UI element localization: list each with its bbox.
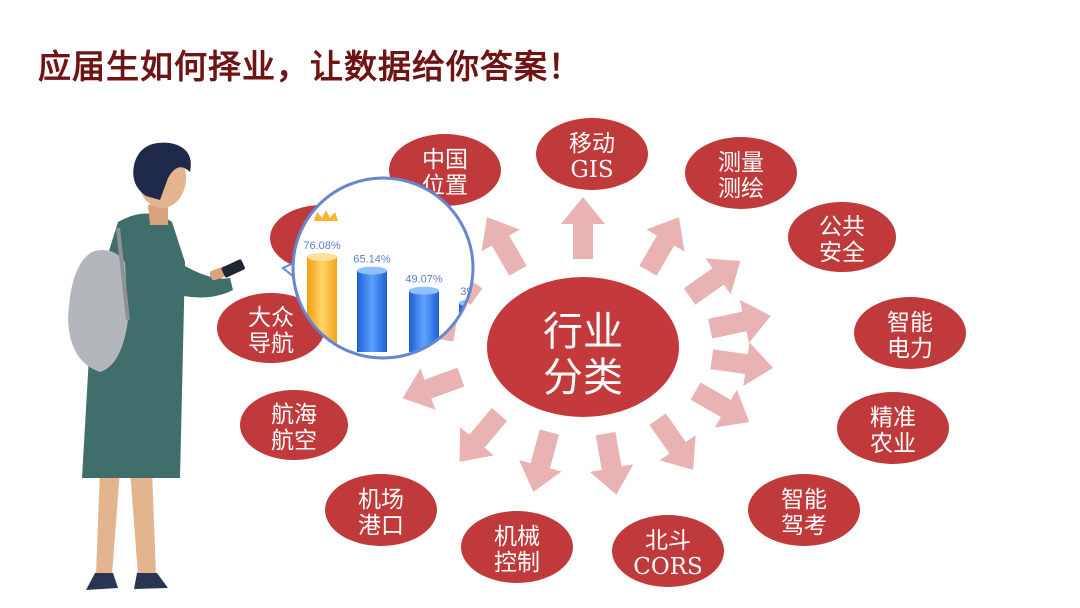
node-label-line2: CORS bbox=[633, 554, 703, 580]
node-label-line2: 测绘 bbox=[718, 176, 764, 202]
bar bbox=[357, 270, 387, 352]
node-label-line1: 移动 bbox=[569, 131, 615, 157]
node-label-line1: 大众 bbox=[248, 305, 294, 331]
node-label-line1: 智能 bbox=[781, 487, 827, 513]
node-label-line1: 机场 bbox=[358, 487, 404, 513]
node-label-line2: 驾考 bbox=[781, 513, 827, 539]
bar-top bbox=[307, 252, 337, 261]
arrow bbox=[683, 258, 741, 305]
node-label-line2: 航空 bbox=[271, 428, 317, 454]
center-label-line1: 行业 bbox=[543, 309, 623, 355]
center-label-line2: 分类 bbox=[543, 355, 623, 401]
node-label-line2: 安全 bbox=[819, 240, 865, 266]
node-label-line2: 控制 bbox=[494, 550, 540, 576]
node-label-line1: 机械 bbox=[494, 524, 540, 550]
person-illustration bbox=[68, 142, 245, 590]
arrow bbox=[708, 299, 771, 343]
bar-top bbox=[357, 266, 387, 275]
node-label-line2: 农业 bbox=[870, 431, 916, 457]
arrow bbox=[402, 367, 465, 410]
crown-icon bbox=[314, 210, 338, 221]
node-label-line1: 智能 bbox=[887, 310, 933, 336]
node-label-line1: 北斗 bbox=[645, 528, 691, 554]
node-label-line2: GIS bbox=[570, 157, 613, 183]
center-node: 行业 分类 bbox=[487, 277, 679, 417]
node-label-line1: 测量 bbox=[718, 150, 764, 176]
arrow bbox=[690, 382, 750, 428]
arrow bbox=[519, 429, 562, 492]
node-label-line2: 导航 bbox=[248, 331, 294, 357]
arrow bbox=[561, 197, 605, 259]
node-label-line2: 电力 bbox=[887, 336, 933, 362]
bar-2: 65.14% bbox=[353, 254, 391, 352]
bar-3: 49.07% bbox=[405, 274, 443, 352]
page-title: 应届生如何择业，让数据给你答案！ bbox=[38, 47, 582, 86]
bar-top bbox=[409, 286, 439, 295]
node-label-line1: 航海 bbox=[271, 402, 317, 428]
arrow bbox=[481, 217, 527, 276]
node-label-line1: 中国 bbox=[422, 147, 468, 173]
bar-data-label: 76.08% bbox=[303, 240, 341, 252]
arrow bbox=[710, 342, 774, 386]
arrow bbox=[639, 217, 685, 276]
node-label-line1: 公共 bbox=[819, 214, 865, 240]
arrow bbox=[459, 407, 508, 462]
bar-data-label: 65.14% bbox=[353, 254, 391, 266]
node-label-line2: 港口 bbox=[358, 513, 404, 539]
arrow bbox=[649, 413, 696, 470]
bar-data-label: 49.07% bbox=[405, 274, 443, 286]
node-label-line1: 精准 bbox=[870, 405, 916, 431]
arrow bbox=[589, 431, 634, 495]
